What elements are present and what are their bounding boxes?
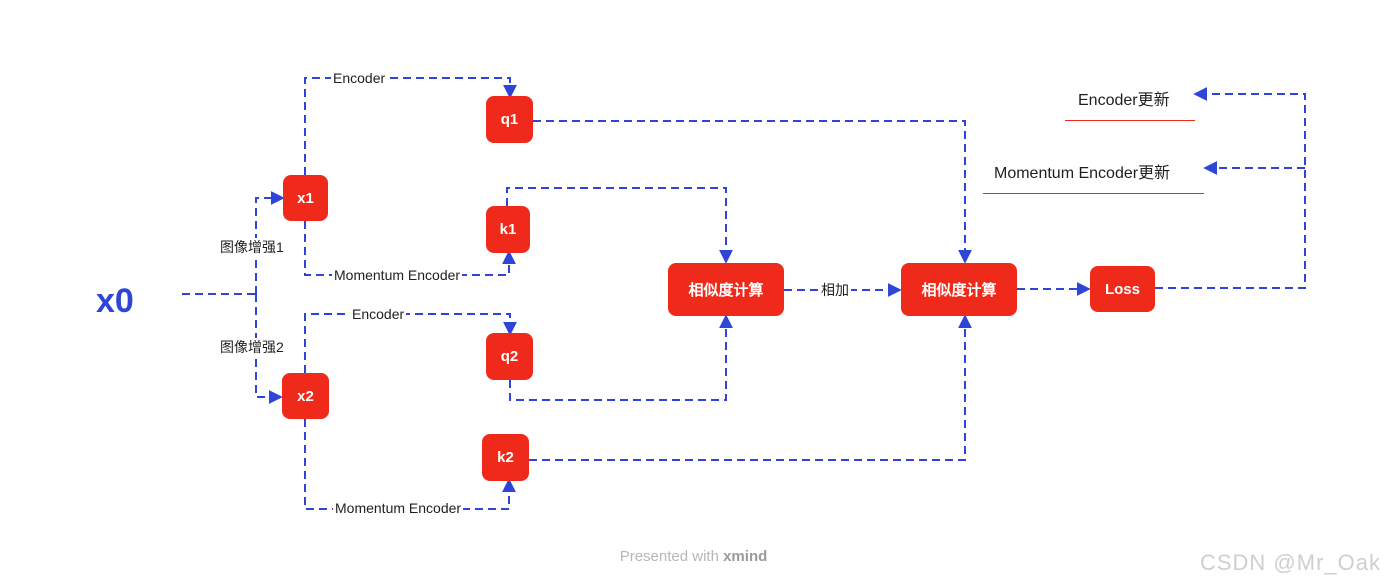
watermark: CSDN @Mr_Oak	[1199, 550, 1381, 575]
edge-branch-x2	[255, 294, 283, 404]
node-similarity-1[interactable]: 相似度计算	[668, 263, 784, 316]
legend-encoder-underline	[1065, 120, 1195, 121]
footer-brand: xmind	[723, 548, 768, 565]
edge-branch-x1	[255, 191, 285, 294]
node-k2[interactable]: k2	[482, 434, 529, 481]
edge-x1-q1	[304, 77, 517, 175]
edge-q1-sim2	[533, 120, 972, 264]
edge-x2-q2	[304, 313, 517, 373]
edge-q2-sim1	[509, 314, 733, 401]
edge-label-augment-2: 图像增强2	[218, 338, 286, 356]
node-similarity-2[interactable]: 相似度计算	[901, 263, 1017, 316]
edge-label-augment-1: 图像增强1	[218, 238, 286, 256]
root-node-x0: x0	[96, 282, 134, 320]
edge-label-momentum-bottom: Momentum Encoder	[333, 499, 464, 517]
edge-label-encoder-top: Encoder	[331, 69, 388, 87]
node-q2[interactable]: q2	[486, 333, 533, 380]
legend-encoder-update: Encoder更新	[1078, 92, 1170, 109]
node-x2[interactable]: x2	[282, 373, 329, 419]
legend-momentum-underline	[983, 193, 1204, 194]
edge-k2-sim2	[529, 314, 972, 461]
edge-label-add: 相加	[819, 281, 851, 299]
node-loss[interactable]: Loss	[1090, 266, 1155, 312]
node-x1[interactable]: x1	[283, 175, 328, 221]
edge-label-momentum-top: Momentum Encoder	[332, 266, 463, 284]
edge-loss-feedback	[1155, 87, 1306, 289]
edge-label-encoder-bottom: Encoder	[350, 305, 407, 323]
node-k1[interactable]: k1	[486, 206, 530, 253]
footer-credit: Presented with xmind	[0, 548, 1387, 565]
edge-x2-k2	[304, 419, 516, 510]
edge-k1-sim1	[506, 187, 733, 264]
footer-prefix: Presented with	[619, 548, 724, 565]
node-q1[interactable]: q1	[486, 96, 533, 143]
legend-momentum-update: Momentum Encoder更新	[994, 165, 1171, 182]
